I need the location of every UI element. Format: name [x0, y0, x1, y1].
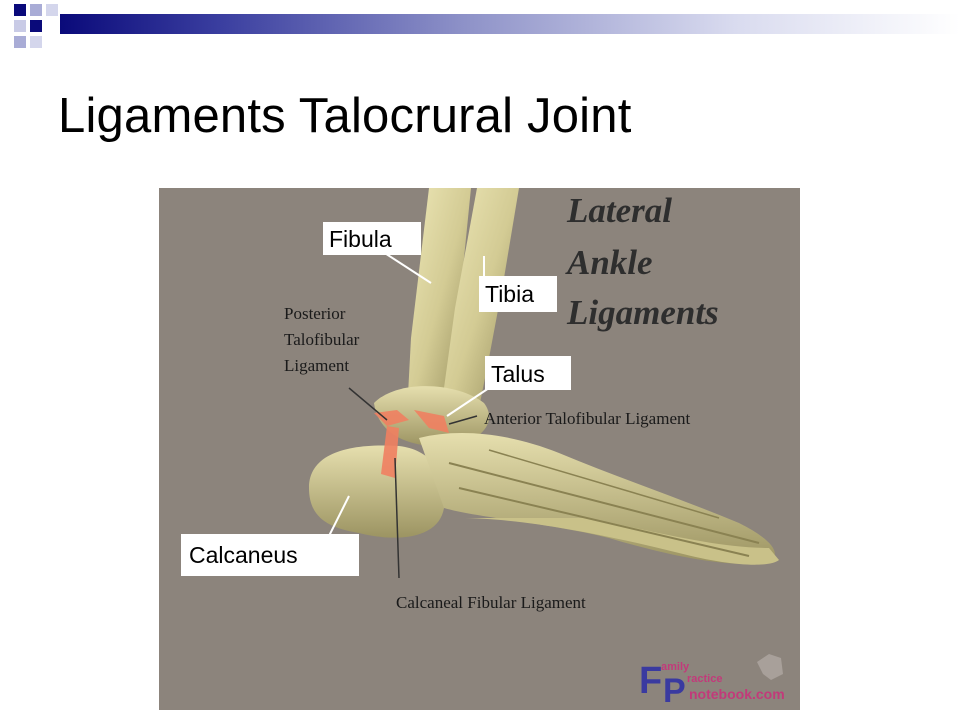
anterior-ligament-label: Anterior Talofibular Ligament — [484, 409, 690, 428]
figure-heading-line-3: Ligaments — [566, 293, 719, 332]
talus-label-box — [485, 356, 571, 390]
figure-heading-line-2: Ankle — [565, 243, 653, 282]
title-accent-bar — [60, 14, 960, 34]
calcaneus-bone — [309, 445, 445, 538]
corner-decoration — [0, 0, 80, 56]
posterior-ligament-label-1: Posterior — [284, 304, 346, 323]
calcaneus-label-box — [181, 534, 359, 576]
svg-text:F: F — [639, 660, 662, 702]
anterior-ligament-mark — [414, 410, 449, 433]
svg-text:notebook.com: notebook.com — [689, 686, 785, 702]
familypracticenotebook-logo: F P amily ractice notebook.com — [639, 654, 785, 710]
posterior-ligament-label-2: Talofibular — [284, 330, 360, 349]
figure-heading-line-1: Lateral — [566, 191, 672, 230]
posterior-ligament-label-3: Ligament — [284, 356, 349, 375]
metatarsal-bones-lower — [459, 518, 779, 565]
ankle-illustration: Fibula Tibia Talus Calcaneus Posterior T… — [159, 188, 800, 710]
tibia-label: Tibia — [485, 281, 534, 307]
svg-text:P: P — [663, 672, 686, 710]
svg-text:amily: amily — [661, 661, 690, 673]
calcaneus-label: Calcaneus — [189, 542, 298, 568]
fibula-label-box — [323, 222, 421, 255]
fibula-bone — [407, 188, 471, 418]
ankle-diagram: Fibula Tibia Talus Calcaneus Posterior T… — [159, 188, 800, 710]
metatarsal-bones — [419, 433, 775, 565]
slide-title: Ligaments Talocrural Joint — [58, 89, 632, 143]
posterior-ligament-mark — [374, 410, 409, 426]
talus-label: Talus — [491, 361, 545, 387]
svg-text:ractice: ractice — [687, 673, 722, 685]
tibia-label-box — [479, 276, 557, 312]
calcaneal-fibular-label: Calcaneal Fibular Ligament — [396, 593, 586, 612]
fibula-label: Fibula — [329, 226, 392, 252]
